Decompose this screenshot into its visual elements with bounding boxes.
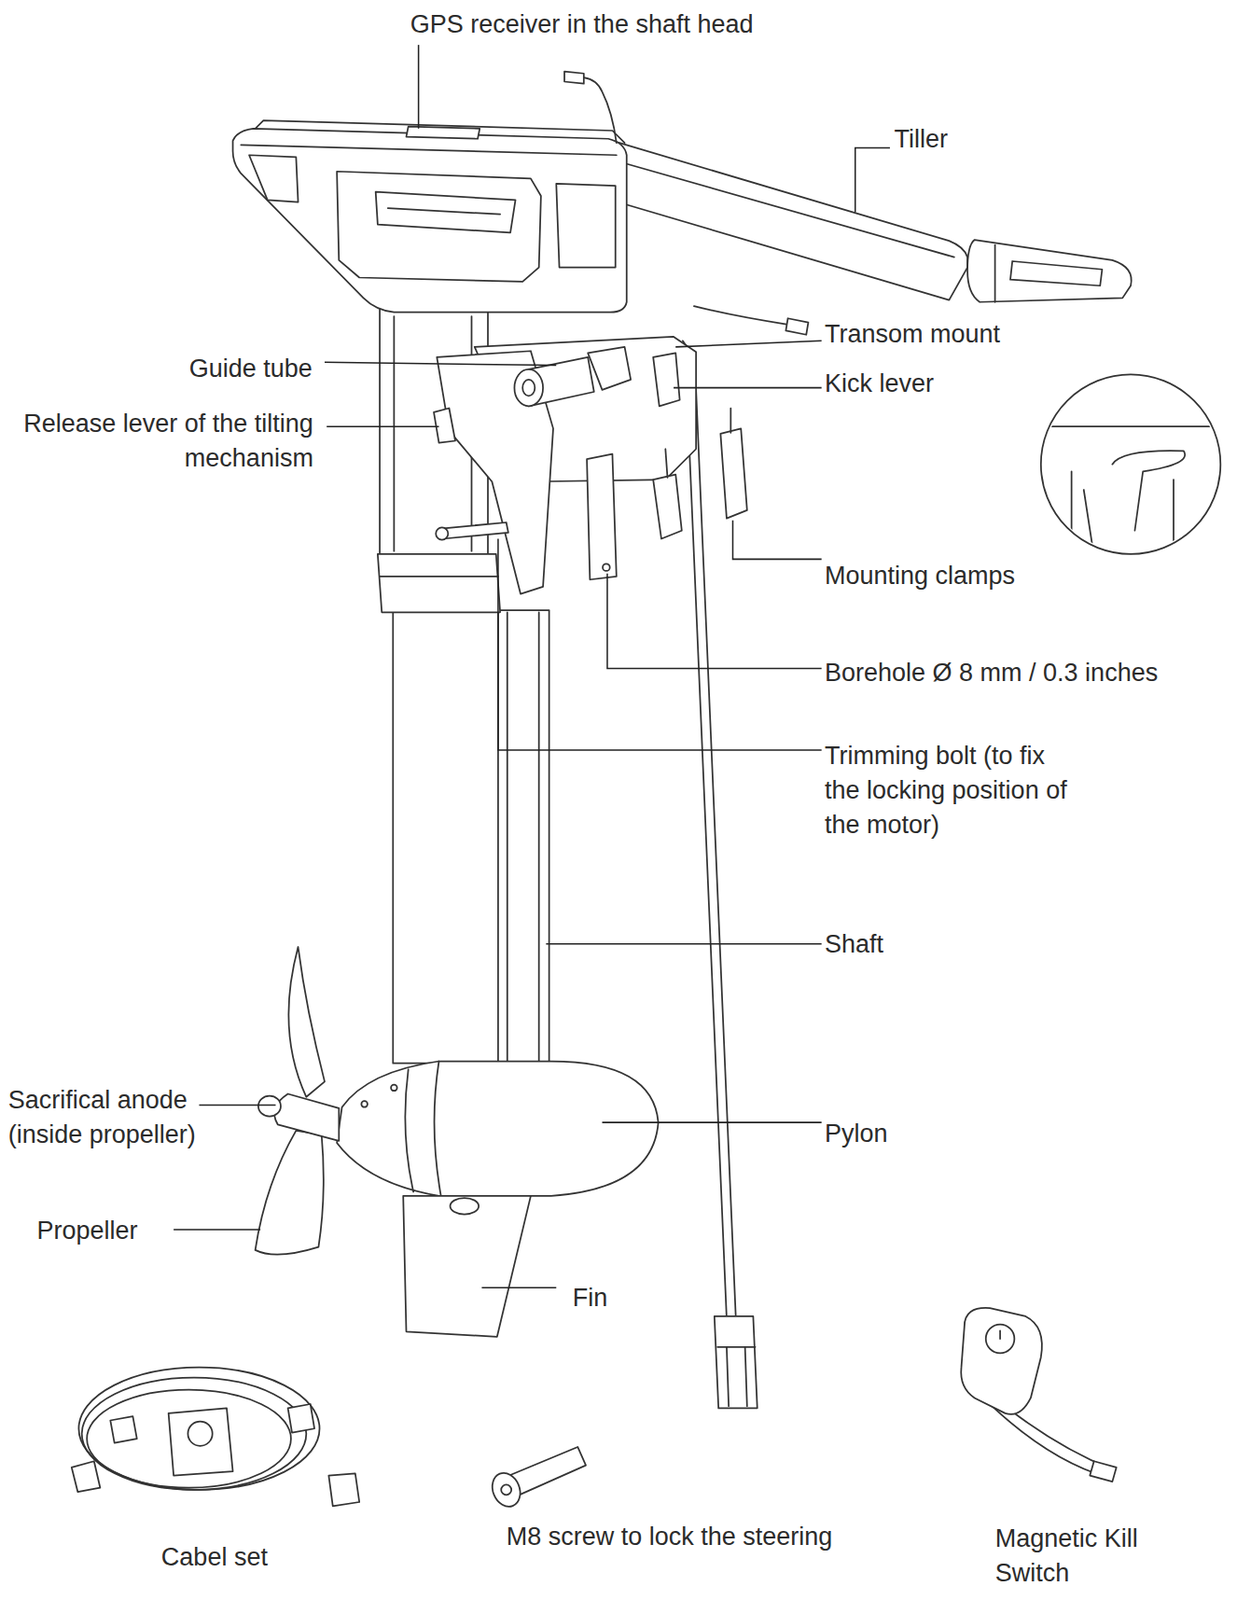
leader-line [324,361,556,365]
cable-connector [288,1403,315,1433]
pylon-hole [361,1100,368,1108]
part-label: Kick lever [824,366,934,402]
logo-mark [375,192,516,234]
lanyard-clip [1089,1460,1116,1482]
leader-line [545,943,821,946]
part-label: Cabel set [161,1540,268,1575]
leader-line [481,1287,556,1290]
part-label: Trimming bolt (to fix the locking positi… [824,738,1083,843]
connector-detail [717,1347,755,1406]
grip-line [994,245,997,303]
head-cable [694,305,789,325]
fin-plug [450,1197,480,1215]
main-switch [168,1407,234,1475]
shaft [392,610,549,1064]
release-lever [433,408,456,444]
leader-line [417,44,420,129]
cable-connector [714,1316,758,1408]
pylon-hole [390,1084,398,1092]
part-label: M8 screw to lock the steering [506,1519,834,1555]
leader-line [198,1104,276,1107]
propeller-blade [288,946,325,1098]
part-label: Tiller [893,122,948,157]
propeller-blade [255,1130,324,1255]
part-label: Fin [572,1280,609,1316]
pylon [336,1061,659,1196]
sacrificial-anode [258,1096,281,1117]
leader-line [173,1228,261,1231]
screw-head [487,1468,526,1511]
power-symbol [999,1330,1001,1339]
part-label: Propeller [36,1213,138,1249]
leader-line [675,340,821,348]
cable-connector [328,1473,360,1506]
kill-switch-button [986,1324,1015,1354]
switch-knob [187,1421,212,1446]
clamp-screw [665,408,731,478]
logo-panel [336,171,542,282]
borehole [602,563,611,571]
trimming-bolt [441,522,509,540]
pylon-seam [404,1061,441,1196]
head-cable [583,77,617,143]
kill-switch [960,1307,1043,1415]
head-handle [249,154,299,202]
bracket-side-plate [436,350,554,594]
collar-line [379,575,499,578]
part-label: Sacrifical anode (inside propeller) [8,1083,265,1153]
shaft-groove [498,611,540,1061]
detail-inset [1041,374,1222,555]
cable-coil [78,1367,320,1490]
trimming-bolt-head [435,527,448,540]
fin [403,1195,531,1337]
guide-tube-bore [522,379,535,397]
inset-detail [1041,426,1225,556]
screw-socket [500,1484,512,1495]
part-label: Mounting clamps [824,558,1015,594]
part-label: Magnetic Kill Switch [995,1521,1200,1591]
guide-tube-end [514,369,543,406]
tiller-edge [625,163,955,258]
leader-line [607,573,822,669]
bracket-plate [586,454,617,581]
leader-line [498,539,822,751]
part-label: Borehole Ø 8 mm / 0.3 inches [824,655,1158,691]
part-label: Guide tube [189,351,313,387]
tiller-grip [967,239,1132,303]
part-label: Transom mount [824,317,1001,352]
leader-line [326,425,439,428]
part-label: Pylon [824,1116,889,1152]
part-label: Shaft [824,927,884,962]
cable-plug [785,318,808,335]
leader-line [602,1121,822,1124]
mounting-clamp [720,428,747,518]
tilt-arm [587,347,631,390]
head-top-edge [240,120,625,155]
part-label: GPS receiver in the shaft head [410,7,754,42]
part-label: Release lever of the tilting mechanism [22,406,314,476]
leader-line [855,148,890,213]
tiller [611,140,968,301]
leader-line [733,520,822,560]
grip-logo [1010,261,1102,286]
propeller-hub [274,1094,339,1141]
shaft-collar [377,554,501,612]
display-window [555,183,615,268]
cable-plug [564,71,584,84]
cable-connector [110,1416,137,1443]
leader-line [673,387,822,390]
mounting-clamp [653,474,682,540]
gps-receiver [406,126,481,139]
kick-lever [653,352,680,406]
shaft-head [233,128,627,313]
cable-connector [71,1460,101,1492]
